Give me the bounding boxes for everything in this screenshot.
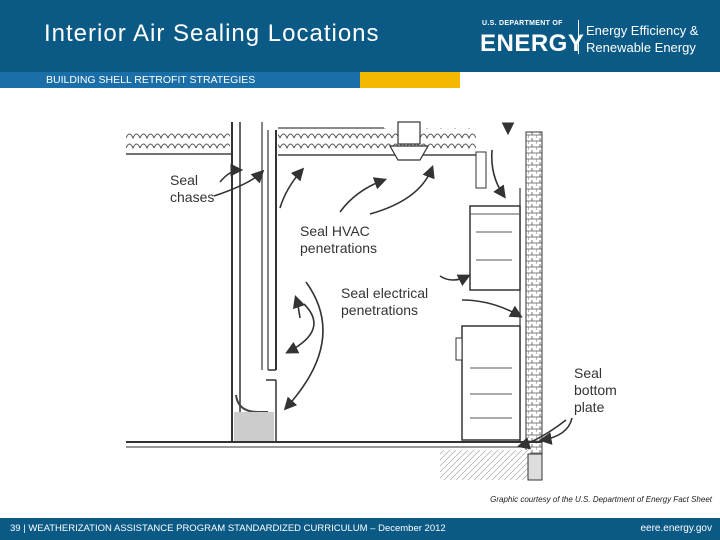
label-seal-electrical-line2: penetrations xyxy=(341,302,418,318)
logo-divider xyxy=(578,20,579,54)
logo-department-text: U.S. DEPARTMENT OF xyxy=(482,20,563,27)
subheader-blue-segment xyxy=(0,72,360,88)
logo-eere-line1: Energy Efficiency & xyxy=(586,23,699,38)
label-seal-electrical-line1: Seal electrical xyxy=(341,285,428,301)
footer-website-link[interactable]: eere.energy.gov xyxy=(640,523,712,534)
subheader-gold-segment xyxy=(360,72,460,88)
lower-cabinet xyxy=(455,325,521,441)
subheader-bar: BUILDING SHELL RETROFIT STRATEGIES xyxy=(0,72,720,88)
page-title: Interior Air Sealing Locations xyxy=(44,20,380,47)
attic-insulation-right xyxy=(278,127,480,156)
graphic-credit: Graphic courtesy of the U.S. Department … xyxy=(490,495,712,504)
footer-course-text: 39 | WEATHERIZATION ASSISTANCE PROGRAM S… xyxy=(10,523,446,534)
label-seal-bottom-plate-line1: Seal xyxy=(574,365,602,381)
header-bar: Interior Air Sealing Locations U.S. DEPA… xyxy=(0,0,720,72)
sealing-arrows xyxy=(213,122,573,450)
logo-energy-text: ENERGY xyxy=(480,30,585,57)
label-seal-chases-line1: Seal xyxy=(170,172,198,188)
footer-bar: 39 | WEATHERIZATION ASSISTANCE PROGRAM S… xyxy=(0,518,720,540)
attic-insulation-left xyxy=(126,132,232,155)
upper-cabinet xyxy=(469,205,521,291)
label-seal-bottom-plate-line3: plate xyxy=(574,399,605,415)
doe-logo: U.S. DEPARTMENT OF ENERGY Energy Efficie… xyxy=(480,14,710,60)
section-subtitle: BUILDING SHELL RETROFIT STRATEGIES xyxy=(46,74,256,86)
label-seal-hvac-line1: Seal HVAC xyxy=(300,223,370,239)
subheader-blank-segment xyxy=(460,72,720,88)
hvac-vent xyxy=(388,121,430,161)
label-seal-chases-line2: chases xyxy=(170,189,214,205)
floor xyxy=(126,441,543,481)
label-seal-bottom-plate-line2: bottom xyxy=(574,382,617,398)
label-seal-hvac-line2: penetrations xyxy=(300,240,377,256)
logo-eere-line2: Renewable Energy xyxy=(586,40,696,55)
